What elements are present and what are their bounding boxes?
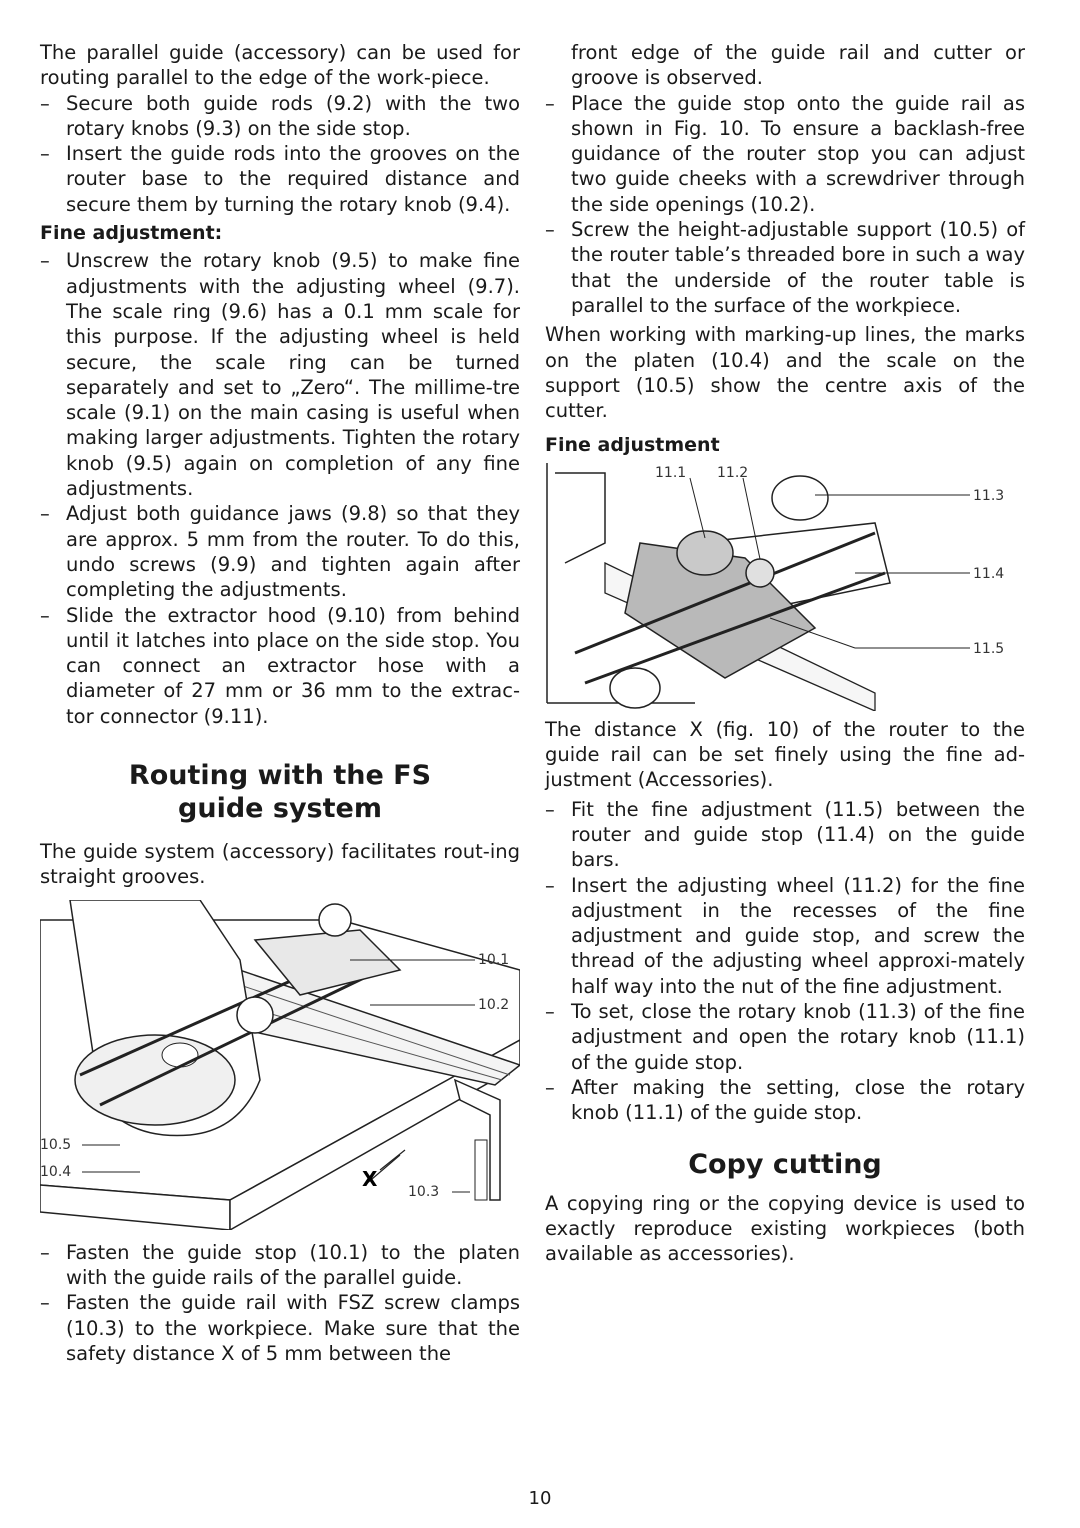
- list-item: –Insert the adjusting wheel (11.2) for t…: [545, 873, 1025, 998]
- fig10-label-10-4: 10.4: [40, 1164, 71, 1180]
- list-item: –Slide the extractor hood (9.10) from be…: [40, 603, 520, 728]
- list-item: –Insert the guide rods into the grooves …: [40, 142, 520, 216]
- fig10-label-10-3: 10.3: [408, 1184, 439, 1200]
- fig10-label-10-2: 10.2: [478, 997, 509, 1013]
- guide-system-intro: The guide system (accessory) facilitates…: [40, 840, 520, 889]
- section-title-fs-guide: Routing with the FS guide system: [128, 760, 432, 825]
- list-item: –Fit the fine adjustment (11.5) between …: [545, 797, 1025, 872]
- fig10-label-x: X: [362, 1167, 378, 1191]
- figure-10: 10.1 10.2 10.5 10.4 10.3 X: [40, 899, 520, 1230]
- distance-x-paragraph: The distance X (fig. 10) of the router t…: [545, 717, 1025, 792]
- fig11-label-11-3: 11.3: [973, 488, 1004, 504]
- list-item: –Fasten the guide stop (10.1) to the pla…: [40, 1240, 520, 1289]
- parallel-guide-intro: The parallel guide (accessory) can be us…: [40, 41, 520, 90]
- list-item: –Screw the height-adjustable support (10…: [545, 218, 1025, 317]
- fig10-label-10-1: 10.1: [478, 952, 509, 968]
- list-item: –Secure both guide rods (9.2) with the t…: [40, 91, 520, 140]
- fine-adjustment-heading: Fine adjustment:: [40, 222, 223, 245]
- section-title-copy-cutting: Copy cutting: [688, 1148, 882, 1180]
- fig10-label-10-5: 10.5: [40, 1137, 71, 1153]
- list-item: –Adjust both guidance jaws (9.8) so that…: [40, 502, 520, 602]
- copy-cutting-paragraph: A copying ring or the copying device is …: [545, 1191, 1025, 1266]
- list-item: –Unscrew the rotary knob (9.5) to make f…: [40, 249, 520, 501]
- fig11-label-11-1: 11.1: [655, 465, 686, 481]
- list-item: –After making the setting, close the rot…: [545, 1075, 1025, 1125]
- fig11-label-11-4: 11.4: [973, 566, 1004, 582]
- fine-adjustment-heading-2: Fine adjustment: [545, 434, 720, 457]
- left-column: The parallel guide (accessory) can be us…: [40, 40, 520, 1366]
- figure-11-illustration: 11.1 11.2 11.3 11.4 11.5: [546, 462, 1004, 711]
- fig11-label-11-5: 11.5: [973, 641, 1004, 657]
- list-item-continued: front edge of the guide rail and cutter …: [571, 41, 1025, 90]
- list-item: –To set, close the rotary knob (11.3) of…: [545, 1000, 1025, 1074]
- fig11-label-11-2: 11.2: [717, 465, 748, 481]
- list-item: –Place the guide stop onto the guide rai…: [545, 91, 1025, 216]
- figure-11: 11.1 11.2 11.3 11.4 11.5: [545, 462, 1025, 711]
- right-column: front edge of the guide rail and cutter …: [545, 40, 1025, 1266]
- marking-up-paragraph: When working with marking-up lines, the …: [545, 323, 1025, 423]
- list-item: –Fasten the guide rail with FSZ screw cl…: [40, 1291, 520, 1365]
- figure-10-illustration: 10.1 10.2 10.5 10.4 10.3 X: [40, 899, 520, 1230]
- page-number: 10: [528, 1488, 552, 1509]
